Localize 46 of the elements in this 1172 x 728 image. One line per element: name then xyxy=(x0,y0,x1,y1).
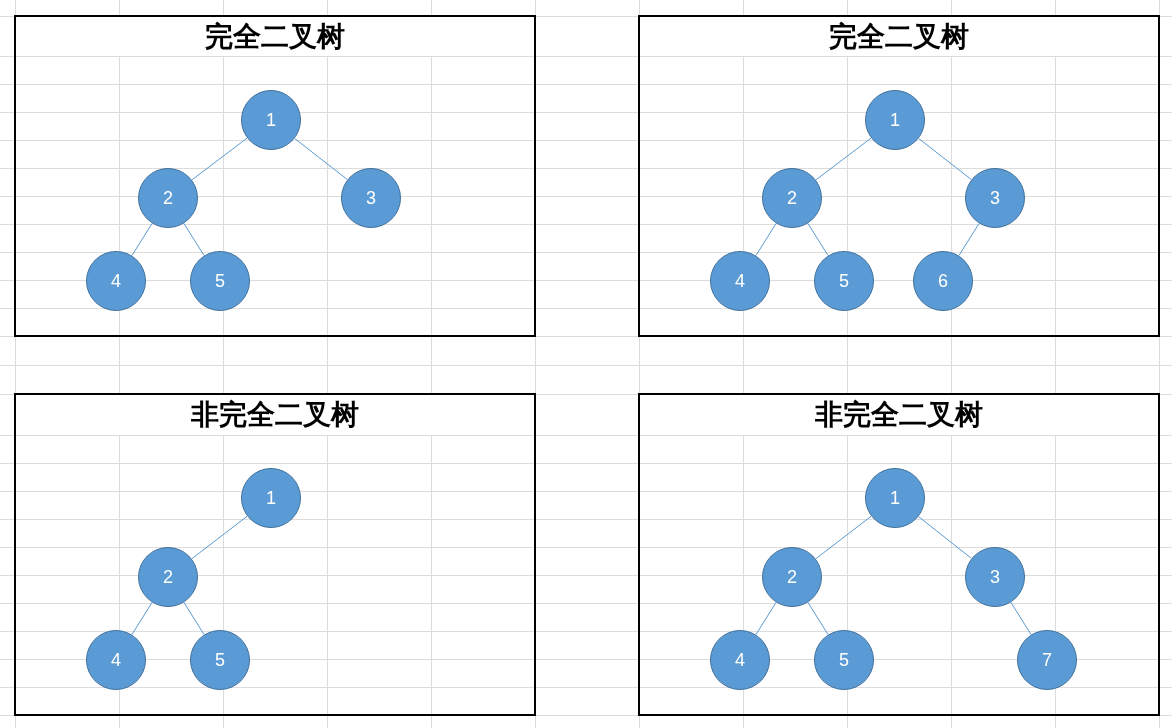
node-number: 5 xyxy=(215,272,225,290)
node-number: 3 xyxy=(366,189,376,207)
tree-edge xyxy=(131,222,153,257)
node-number: 4 xyxy=(111,651,121,669)
node-number: 5 xyxy=(839,651,849,669)
node-number: 1 xyxy=(890,489,900,507)
tree-edge xyxy=(191,515,248,560)
node-number: 1 xyxy=(266,111,276,129)
node-number: 3 xyxy=(990,568,1000,586)
node-number: 2 xyxy=(787,189,797,207)
tree-panel xyxy=(14,15,536,337)
node-number: 2 xyxy=(787,568,797,586)
tree-edge xyxy=(918,516,972,559)
node-number: 4 xyxy=(735,272,745,290)
node-number: 2 xyxy=(163,568,173,586)
node-number: 5 xyxy=(839,272,849,290)
tree-edge xyxy=(807,222,829,257)
tree-edge xyxy=(958,222,980,257)
tree-edge xyxy=(294,137,348,181)
tree-edge xyxy=(755,601,777,636)
tree-panel xyxy=(638,15,1160,337)
tree-edge xyxy=(131,601,153,636)
node-number: 6 xyxy=(938,272,948,290)
panel-title: 非完全二叉树 xyxy=(815,401,983,429)
tree-edge xyxy=(815,137,872,181)
node-number: 4 xyxy=(111,272,121,290)
node-number: 2 xyxy=(163,189,173,207)
node-number: 7 xyxy=(1042,651,1052,669)
tree-edge xyxy=(183,222,205,257)
tree-edge xyxy=(807,601,829,636)
node-number: 1 xyxy=(266,489,276,507)
panel-title: 完全二叉树 xyxy=(205,23,345,51)
tree-edge xyxy=(1010,601,1032,636)
panel-title: 非完全二叉树 xyxy=(191,401,359,429)
node-number: 3 xyxy=(990,189,1000,207)
node-number: 1 xyxy=(890,111,900,129)
node-number: 5 xyxy=(215,651,225,669)
node-number: 4 xyxy=(735,651,745,669)
tree-edge xyxy=(918,137,972,181)
panel-title: 完全二叉树 xyxy=(829,23,969,51)
tree-panel xyxy=(14,393,536,716)
tree-edge xyxy=(755,222,777,257)
tree-edge xyxy=(183,601,205,636)
tree-panel xyxy=(638,393,1160,716)
tree-edge xyxy=(191,137,248,181)
tree-edge xyxy=(815,515,872,560)
